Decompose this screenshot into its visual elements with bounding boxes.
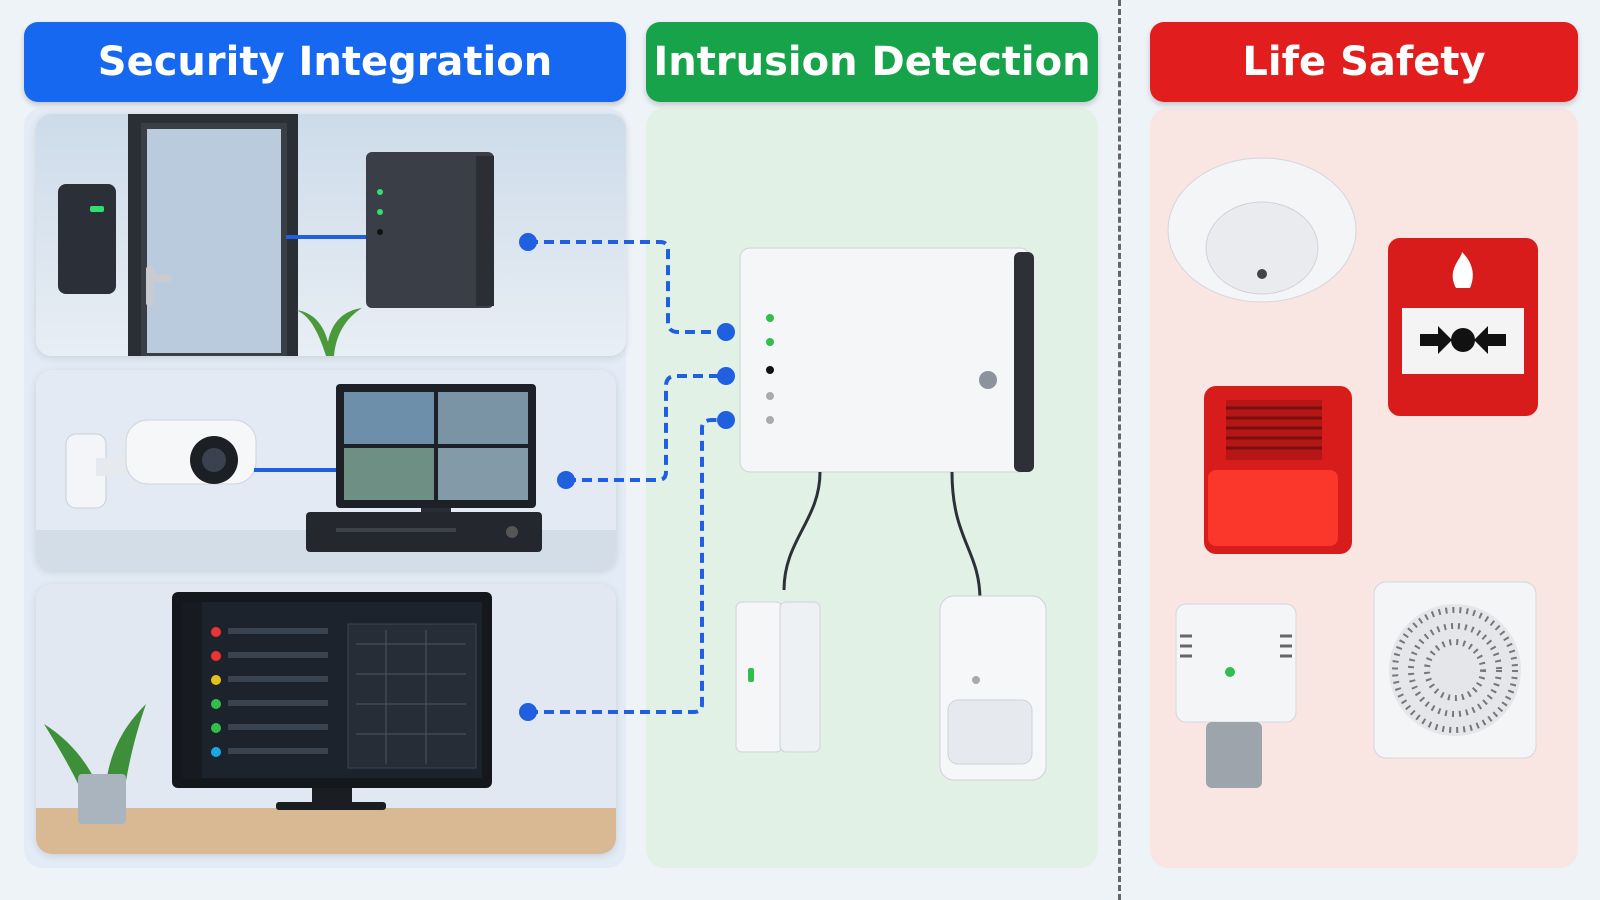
cctv-card [36,370,616,570]
access-control-reader-icon [36,114,626,356]
door-contact-sensor-icon [735,601,821,753]
section-divider [1118,0,1121,900]
connector-cctv [566,374,726,482]
monitoring-software-icon [36,584,616,854]
access-control-card [36,114,626,356]
monitoring-software-card [36,584,616,854]
intrusion-detection-title: Intrusion Detection [653,39,1091,85]
security-integration-title: Security Integration [97,39,553,85]
smoke-detector-icon [1167,157,1357,303]
life-safety-header: Life Safety [1150,22,1578,102]
motion-detector-icon [939,595,1047,781]
connector-monitoring [528,418,726,714]
alarm-control-panel-icon [739,247,1034,601]
horn-strobe-icon [1204,386,1352,554]
speaker-icon [1373,581,1537,759]
manual-call-point-icon [1388,238,1538,416]
life-safety-title: Life Safety [1242,39,1486,85]
connector-access-control [528,240,726,334]
cctv-camera-icon [36,370,616,570]
security-integration-header: Security Integration [24,22,626,102]
intrusion-detection-header: Intrusion Detection [646,22,1098,102]
heat-detector-icon [1175,603,1297,788]
